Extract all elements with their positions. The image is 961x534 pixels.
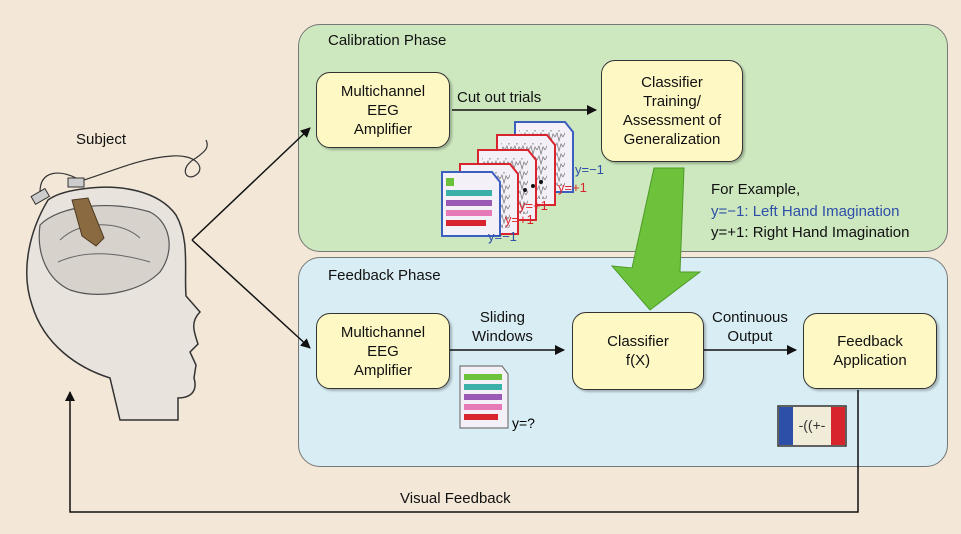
amplifier-line: Multichannel bbox=[340, 323, 426, 341]
trial-label: y=+1 bbox=[558, 180, 587, 195]
classifier-training-box: Classifier Training/ Assessment of Gener… bbox=[601, 60, 743, 162]
green-arrow bbox=[610, 167, 702, 311]
classifier-line: Training/ bbox=[643, 93, 701, 110]
trial-label: y=−1 bbox=[488, 229, 517, 244]
calibration-phase-title: Calibration Phase bbox=[328, 32, 447, 49]
classifier-fx-box: Classifier f(X) bbox=[572, 312, 704, 390]
classifier-line: Classifier bbox=[641, 74, 703, 91]
sliding-windows-line: Windows bbox=[472, 328, 533, 345]
subject-label: Subject bbox=[76, 131, 127, 148]
continuous-output-line: Continuous bbox=[712, 309, 788, 326]
feedback-amplifier-box: Multichannel EEG Amplifier bbox=[316, 313, 450, 389]
example-heading: For Example, bbox=[711, 181, 801, 198]
example-right-hand: y=+1: Right Hand Imagination bbox=[711, 224, 910, 241]
amplifier-line: EEG bbox=[367, 342, 399, 360]
amplifier-line: Amplifier bbox=[353, 120, 413, 138]
sliding-windows-line: Sliding bbox=[479, 309, 525, 326]
window-label: y=? bbox=[512, 415, 535, 431]
classifier-line: Generalization bbox=[623, 131, 721, 148]
feedback-application-box: Feedback Application bbox=[803, 313, 937, 389]
application-line: Application bbox=[833, 352, 907, 369]
classifier-fx-line: f(X) bbox=[625, 352, 651, 369]
visual-feedback-label: Visual Feedback bbox=[400, 490, 511, 507]
amplifier-line: Multichannel bbox=[340, 82, 426, 100]
sliding-windows-label: Sliding Windows bbox=[472, 308, 533, 346]
classifier-line: Assessment of bbox=[622, 112, 722, 129]
head-icon bbox=[26, 139, 208, 421]
trial-label: y=+1 bbox=[505, 212, 534, 227]
amplifier-line: Amplifier bbox=[353, 361, 413, 379]
sliding-window-document-icon bbox=[459, 365, 509, 429]
feedback-phase-title: Feedback Phase bbox=[328, 267, 441, 284]
continuous-output-line: Output bbox=[727, 328, 773, 345]
classifier-fx-line: Classifier bbox=[607, 333, 669, 350]
trial-documents-icon bbox=[441, 121, 574, 237]
application-line: Feedback bbox=[837, 333, 903, 350]
trial-label: y=−1 bbox=[575, 162, 604, 177]
amplifier-line: EEG bbox=[367, 101, 399, 119]
calibration-amplifier-box: Multichannel EEG Amplifier bbox=[316, 72, 450, 148]
feedback-display-icon bbox=[777, 405, 847, 447]
trial-label: y=+1 bbox=[519, 198, 548, 213]
display-symbol: -((+- bbox=[798, 417, 826, 433]
cut-out-trials-label: Cut out trials bbox=[457, 89, 542, 106]
example-left-hand: y=−1: Left Hand Imagination bbox=[711, 203, 900, 220]
continuous-output-label: Continuous Output bbox=[712, 308, 788, 346]
